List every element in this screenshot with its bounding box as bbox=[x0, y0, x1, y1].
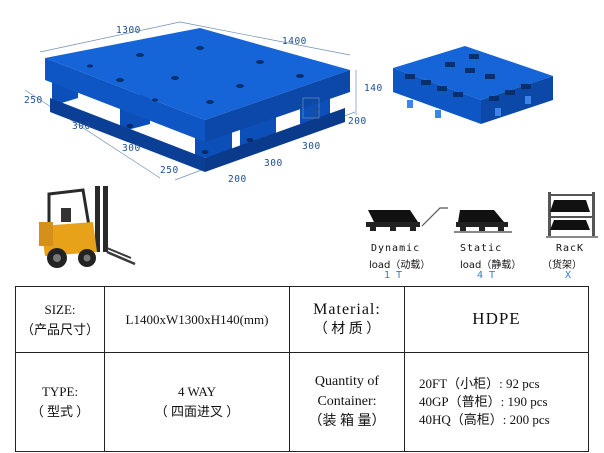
dim-right-200: 200 bbox=[348, 116, 367, 127]
material-label-cn: （ 材 质 ） bbox=[313, 321, 381, 337]
dim-left-300-a: 300 bbox=[72, 121, 91, 132]
material-label-cell: Material: （ 材 质 ） bbox=[289, 285, 405, 354]
dim-height: 140 bbox=[364, 83, 383, 94]
static-load-cn: load（静载） bbox=[460, 260, 522, 271]
static-label: Static bbox=[460, 243, 503, 254]
material-label-en: Material: bbox=[313, 300, 381, 318]
capacity-cell: 20FT（小柜）: 92 pcs 40GP（普柜）: 190 pcs 40HQ（… bbox=[404, 352, 589, 452]
size-value-cell: L1400xW1300xH140(mm) bbox=[104, 285, 290, 354]
size-label-en: SIZE: bbox=[44, 301, 76, 317]
type-label-cell: TYPE: （ 型式 ） bbox=[15, 352, 105, 452]
dim-top-width: 1300 bbox=[116, 25, 141, 36]
pallet-underside-illustration bbox=[393, 46, 553, 124]
dynamic-label: Dynamic bbox=[371, 243, 421, 254]
table-row: TYPE: （ 型式 ） 4 WAY （ 四面进叉 ） Quantity of … bbox=[15, 352, 589, 452]
dim-top-length: 1400 bbox=[282, 36, 307, 47]
capacity-40hq: 40HQ（高柜）: 200 pcs bbox=[419, 412, 550, 428]
size-value: L1400xW1300xH140(mm) bbox=[125, 311, 269, 327]
material-value-cell: HDPE bbox=[404, 285, 589, 354]
quantity-label-line1: Quantity of bbox=[314, 374, 380, 390]
size-label-cn: （产品尺寸） bbox=[20, 321, 99, 337]
type-value-en: 4 WAY bbox=[178, 384, 216, 400]
dim-bottom-200: 200 bbox=[228, 174, 247, 185]
dynamic-load-cn: load（动载） bbox=[369, 260, 431, 271]
dynamic-value: 1 T bbox=[384, 270, 403, 281]
dim-left-250: 250 bbox=[24, 95, 43, 106]
rack-label: RacK bbox=[556, 243, 585, 254]
dim-bottom-250: 250 bbox=[160, 165, 179, 176]
dim-leg-height: 100 bbox=[309, 100, 320, 119]
type-label-en: TYPE: bbox=[41, 384, 79, 400]
quantity-label-cell: Quantity of Container: （装 箱 量） bbox=[289, 352, 405, 452]
dim-bottom-300-b: 300 bbox=[302, 141, 321, 152]
type-value-cell: 4 WAY （ 四面进叉 ） bbox=[104, 352, 290, 452]
material-value: HDPE bbox=[472, 309, 521, 329]
type-label-cn: （ 型式 ） bbox=[30, 404, 90, 420]
rack-value: X bbox=[565, 270, 572, 281]
spec-table: SIZE: （产品尺寸） L1400xW1300xH140(mm) Materi… bbox=[15, 285, 589, 452]
dim-left-300-b: 300 bbox=[122, 143, 141, 154]
capacity-40gp: 40GP（普柜）: 190 pcs bbox=[419, 394, 548, 410]
table-row: SIZE: （产品尺寸） L1400xW1300xH140(mm) Materi… bbox=[15, 285, 589, 354]
pallet-main-illustration bbox=[24, 21, 357, 181]
quantity-label-cn: （装 箱 量） bbox=[308, 414, 386, 430]
quantity-label-line2: Container: bbox=[317, 394, 377, 410]
type-value-cn: （ 四面进叉 ） bbox=[154, 404, 240, 420]
pallet-deck-top bbox=[45, 28, 350, 120]
dim-bottom-300-a: 300 bbox=[264, 158, 283, 169]
static-value: 4 T bbox=[477, 270, 496, 281]
capacity-20ft: 20FT（小柜）: 92 pcs bbox=[419, 376, 540, 392]
load-icons-illustration bbox=[366, 192, 598, 238]
size-label-cell: SIZE: （产品尺寸） bbox=[15, 285, 105, 354]
forklift-illustration bbox=[39, 186, 136, 268]
rack-cn: （货架） bbox=[542, 260, 582, 271]
